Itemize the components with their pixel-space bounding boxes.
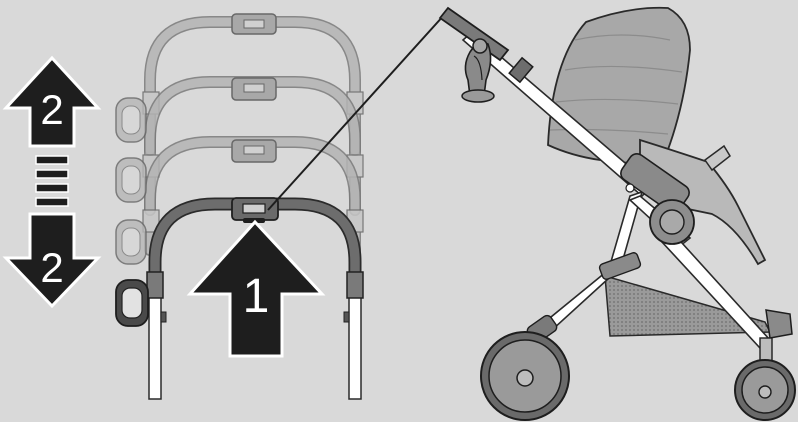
stroller-cup-holder <box>462 39 494 102</box>
step-number-1: 1 <box>243 270 270 323</box>
push-up-arrow: 1 <box>190 222 322 356</box>
adjust-up-down-arrow: 2 2 <box>6 58 98 306</box>
canopy <box>548 8 690 163</box>
right-frame-tube <box>349 295 361 399</box>
right-height-joint <box>347 272 363 298</box>
bumper-bar-clip <box>705 146 730 170</box>
rear-wheel <box>481 314 569 420</box>
left-frame-tube <box>149 295 161 399</box>
cup-holder-active <box>116 280 148 326</box>
stroller-illustration <box>440 8 795 420</box>
step-number-2-top: 2 <box>40 86 63 133</box>
handlebar-release-button <box>232 198 278 223</box>
left-height-joint <box>147 272 163 298</box>
step-number-2-bottom: 2 <box>40 244 63 291</box>
handlebar-assembly: 1 2 2 <box>6 14 363 399</box>
cup-holder-ghosts <box>116 98 146 264</box>
